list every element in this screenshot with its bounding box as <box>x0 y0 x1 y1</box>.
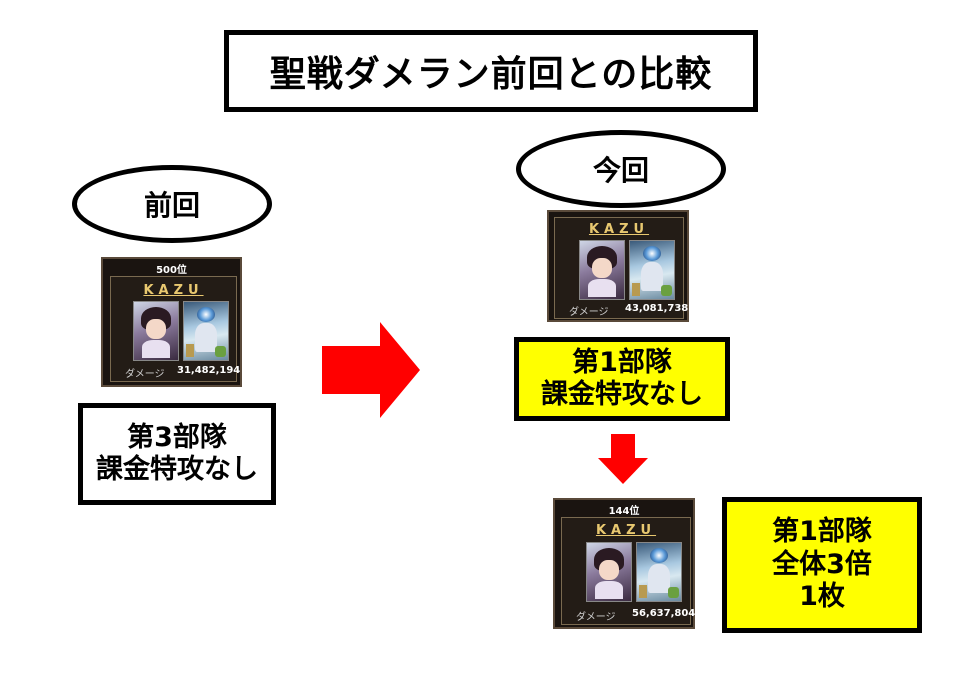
team-line-1: 第3部隊 <box>127 421 227 453</box>
damage-label: ダメージ <box>569 307 609 318</box>
right-arrow-icon <box>322 322 420 418</box>
damage-value: 31,482,194 <box>177 365 241 376</box>
page-title: 聖戦ダメラン前回との比較 <box>224 30 758 112</box>
player-name: KAZU <box>588 222 650 237</box>
player-name: KAZU <box>595 523 657 538</box>
damage-label: ダメージ <box>576 612 616 623</box>
card-inner: KAZU ダメージ 56,637,804 <box>561 517 695 625</box>
unit-card-image <box>636 542 682 602</box>
previous-ranking-card: 500位 KAZU ダメージ 31,482,194 <box>101 257 242 387</box>
unit-card-image <box>183 301 229 361</box>
damage-label: ダメージ <box>125 369 165 380</box>
unit-card-image <box>629 240 675 300</box>
current-heading: 今回 <box>516 130 726 208</box>
player-portrait <box>579 240 625 300</box>
team-line-1: 第1部隊 <box>772 516 872 548</box>
rank-label: 144位 <box>608 506 640 517</box>
rank-label: 500位 <box>156 265 187 276</box>
team-line-2: 全体3倍 <box>772 548 872 580</box>
player-name: KAZU <box>143 283 204 298</box>
previous-team-box: 第3部隊 課金特攻なし <box>78 403 276 505</box>
current-ranking-card: KAZU ダメージ 43,081,738 <box>547 210 689 322</box>
player-portrait <box>586 542 632 602</box>
previous-heading: 前回 <box>72 165 272 243</box>
after-ranking-card: 144位 KAZU ダメージ 56,637,804 <box>553 498 695 629</box>
current-team-box: 第1部隊 課金特攻なし <box>514 337 730 421</box>
damage-value: 43,081,738 <box>625 303 689 314</box>
team-line-1: 第1部隊 <box>572 346 672 378</box>
player-portrait <box>133 301 179 361</box>
damage-value: 56,637,804 <box>632 608 696 619</box>
team-line-3: 1枚 <box>799 581 845 613</box>
team-line-2: 課金特攻なし <box>541 379 703 410</box>
card-inner: KAZU ダメージ 31,482,194 <box>110 276 241 382</box>
card-inner: KAZU ダメージ 43,081,738 <box>554 217 688 319</box>
down-arrow-icon <box>598 434 648 484</box>
after-team-box: 第1部隊 全体3倍 1枚 <box>722 497 922 633</box>
team-line-2: 課金特攻なし <box>96 454 258 485</box>
